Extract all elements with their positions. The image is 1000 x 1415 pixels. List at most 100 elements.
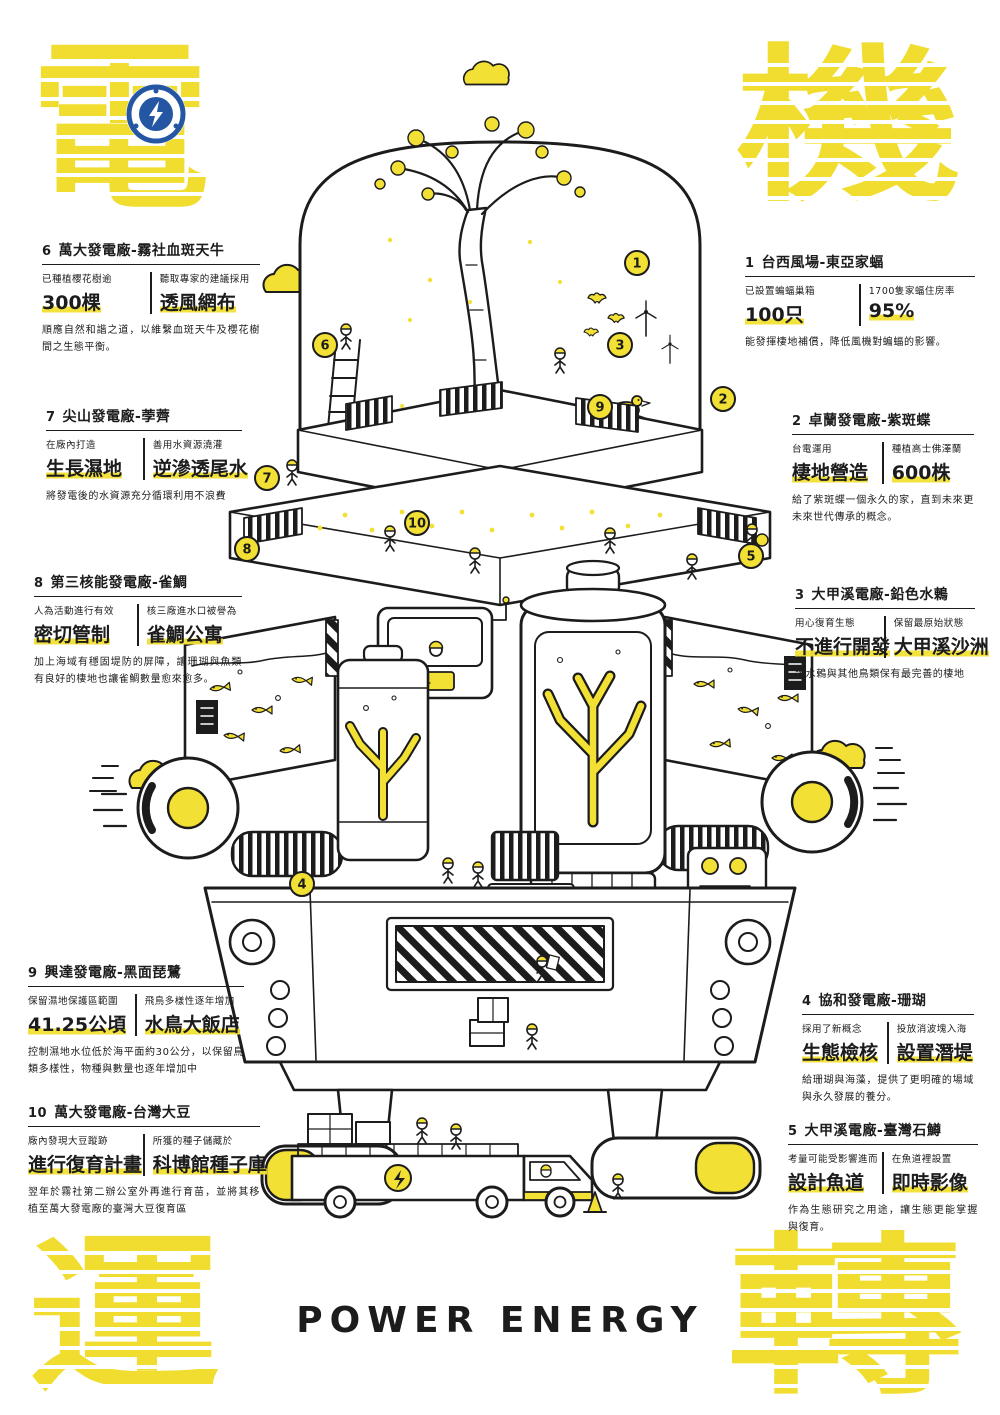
stat-label: 種植高士佛澤蘭 bbox=[891, 444, 962, 455]
stat-label: 採用了新概念 bbox=[802, 1024, 863, 1035]
stat-value: 棲地營造 bbox=[792, 462, 869, 484]
marker-7: 7 bbox=[262, 472, 271, 487]
left-pipe-arm bbox=[230, 830, 344, 878]
section-number: 10 bbox=[28, 1106, 48, 1121]
section-description: 翌年於霧社第二辦公室外再進行育苗，並將其移植至萬大發電廠的臺灣大豆復育區 bbox=[28, 1187, 260, 1215]
section-dajiaxi-shuidong: 3 大甲溪電廠-鉛色水鶇 用心復育生態 不進行開發 保留最原始狀態 大甲溪沙洲 … bbox=[795, 584, 989, 683]
stat-label: 保留濕地保護區範圍 bbox=[28, 996, 119, 1007]
stat-value: 科博館種子庫 bbox=[152, 1154, 267, 1176]
section-description: 能發揮棲地補償，降低風機對蝙蝠的影響。 bbox=[745, 337, 947, 348]
section-stats: 廠內發現大豆蹤跡 進行復育計畫 所獲的種子儲藏於 科博館種子庫 bbox=[28, 1133, 267, 1177]
number-markers: 1 2 3 4 5 6 7 8 9 10 bbox=[234, 250, 764, 897]
stat-label: 考量可能受影響進而 bbox=[788, 1154, 879, 1165]
section-number: 3 bbox=[795, 588, 805, 603]
truck bbox=[290, 1113, 624, 1219]
section-stats: 保留濕地保護區範圍 41.25公頃 飛鳥多樣性逐年增加 水鳥大飯店 bbox=[28, 993, 244, 1037]
marker-5: 5 bbox=[746, 550, 755, 565]
ladder bbox=[327, 339, 361, 429]
section-stats: 用心復育生態 不進行開發 保留最原始狀態 大甲溪沙洲 bbox=[795, 615, 989, 659]
section-stats: 人為活動進行有效 密切管制 核三廠進水口被譽為 雀鯛公寓 bbox=[34, 603, 242, 647]
section-number: 1 bbox=[745, 256, 755, 271]
section-description: 順應自然和諧之道，以維繫血斑天牛及櫻花樹間之生態平衡。 bbox=[42, 325, 260, 353]
section-title: 卓蘭發電廠-紫斑蝶 bbox=[808, 413, 931, 429]
section-number: 4 bbox=[802, 994, 812, 1009]
section-stats: 採用了新概念 生態檢核 投放消波塊入海 設置潛堤 bbox=[802, 1021, 974, 1065]
stat-divider bbox=[137, 604, 139, 646]
stat-value: 透風網布 bbox=[159, 292, 236, 314]
taipower-logo-icon bbox=[126, 84, 186, 144]
upper-platform bbox=[286, 381, 704, 514]
section-dajiaxi-fish: 5 大甲溪電廠-臺灣石鱒 考量可能受影響進而 設計魚道 在魚道裡設置 即時影像 … bbox=[788, 1120, 978, 1236]
section-title: 台西風場-東亞家蝠 bbox=[761, 255, 884, 271]
clouds bbox=[89, 60, 905, 792]
section-description: 加上海域有穩固堤防的屏障，讓珊瑚與魚類有良好的棲地也讓雀鯛數量愈來愈多。 bbox=[34, 657, 242, 685]
section-description: 控制濕地水位低於海平面約30公分，以保留鳥類多樣性，物種與數量也逐年增加中 bbox=[28, 1047, 244, 1075]
section-number: 9 bbox=[28, 966, 38, 981]
stat-value: 41.25公頃 bbox=[28, 1014, 127, 1036]
stat-value: 設計魚道 bbox=[788, 1172, 865, 1194]
marker-6: 6 bbox=[320, 339, 329, 354]
stat-label: 核三廠進水口被譽為 bbox=[146, 606, 237, 617]
section-stats: 已種植櫻花樹逾 300棵 聽取專家的建議採用 透風網布 bbox=[42, 271, 260, 315]
section-xiehe-coral: 4 協和發電廠-珊瑚 採用了新概念 生態檢核 投放消波塊入海 設置潛堤 給珊瑚與… bbox=[802, 990, 974, 1106]
stat-divider bbox=[884, 616, 886, 658]
core-tank bbox=[519, 559, 667, 899]
stat-label: 投放消波塊入海 bbox=[896, 1024, 967, 1035]
section-title: 萬大發電廠-台灣大豆 bbox=[54, 1105, 191, 1121]
stat-value: 600株 bbox=[891, 462, 951, 484]
platform-flowers bbox=[317, 509, 663, 533]
fish-tank-left bbox=[183, 615, 339, 790]
corner-glyph-top-right: 機 bbox=[735, 29, 962, 225]
section-header: 6 萬大發電廠-霧社血斑天牛 bbox=[42, 240, 260, 265]
lower-platform bbox=[228, 464, 772, 607]
section-jianshan-plant: 7 尖山發電廠-荸薺 在廠內打造 生長濕地 善用水資源澆灌 逆滲透尾水 將發電後… bbox=[46, 406, 248, 505]
marker-10: 10 bbox=[408, 517, 426, 532]
section-title: 尖山發電廠-荸薺 bbox=[62, 409, 171, 425]
marker-9: 9 bbox=[595, 401, 604, 416]
section-xingda-spoonbill: 9 興達發電廠-黑面琵鷺 保留濕地保護區範圍 41.25公頃 飛鳥多樣性逐年增加… bbox=[28, 962, 244, 1078]
glass-dome bbox=[298, 116, 702, 434]
stat-label: 廠內發現大豆蹤跡 bbox=[28, 1136, 109, 1147]
section-number: 8 bbox=[34, 576, 44, 591]
stat-value: 不進行開發 bbox=[795, 636, 891, 658]
right-ear bbox=[760, 750, 908, 854]
stat-label: 已設置蝙蝠巢箱 bbox=[745, 286, 816, 297]
stat-value: 300棵 bbox=[42, 292, 101, 314]
stat-value: 95% bbox=[868, 300, 915, 322]
stat-divider bbox=[859, 284, 861, 326]
marker-2: 2 bbox=[718, 393, 727, 408]
stat-value: 設置潛堤 bbox=[896, 1042, 973, 1064]
stat-label: 在廠內打造 bbox=[46, 440, 97, 451]
stat-label: 聽取專家的建議採用 bbox=[159, 274, 250, 285]
section-title: 大甲溪電廠-臺灣石鱒 bbox=[804, 1123, 942, 1139]
stat-value: 進行復育計畫 bbox=[28, 1154, 143, 1176]
section-number: 7 bbox=[46, 410, 56, 425]
machine-illustration: 1 2 3 4 5 6 7 8 9 10 bbox=[89, 60, 908, 1219]
section-number: 6 bbox=[42, 244, 52, 259]
corner-glyph-bottom-right: 轉 bbox=[726, 1217, 964, 1415]
section-title: 大甲溪電廠-鉛色水鶇 bbox=[811, 587, 949, 603]
coral-tank-small bbox=[336, 644, 430, 862]
section-header: 1 台西風場-東亞家蝠 bbox=[745, 252, 975, 277]
section-nuclear3-damselfish: 8 第三核能發電廠-雀鯛 人為活動進行有效 密切管制 核三廠進水口被譽為 雀鯛公… bbox=[34, 572, 242, 688]
stat-label: 飛鳥多樣性逐年增加 bbox=[144, 996, 235, 1007]
section-description: 給珊瑚與海藻，提供了更明確的場域與永久發展的養分。 bbox=[802, 1075, 974, 1103]
stat-value: 大甲溪沙洲 bbox=[893, 636, 989, 658]
poster-footer-title: POWER ENERGY bbox=[296, 1300, 704, 1341]
marker-8: 8 bbox=[242, 543, 251, 558]
stat-divider bbox=[150, 272, 152, 314]
stat-divider bbox=[887, 1022, 889, 1064]
section-title: 協和發電廠-珊瑚 bbox=[818, 993, 927, 1009]
section-description: 讓水鶇與其他鳥類保有最完善的棲地 bbox=[795, 669, 965, 680]
stat-value: 生長濕地 bbox=[46, 458, 123, 480]
section-header: 9 興達發電廠-黑面琵鷺 bbox=[28, 962, 244, 987]
stat-divider bbox=[143, 438, 145, 480]
section-title: 萬大發電廠-霧社血斑天牛 bbox=[58, 243, 225, 259]
stat-label: 台電運用 bbox=[792, 444, 833, 455]
stat-value: 密切管制 bbox=[34, 624, 111, 646]
stat-value: 水鳥大飯店 bbox=[144, 1014, 240, 1036]
section-stats: 在廠內打造 生長濕地 善用水資源澆灌 逆滲透尾水 bbox=[46, 437, 248, 481]
stat-value: 逆滲透尾水 bbox=[152, 458, 248, 480]
left-ear bbox=[92, 756, 240, 860]
